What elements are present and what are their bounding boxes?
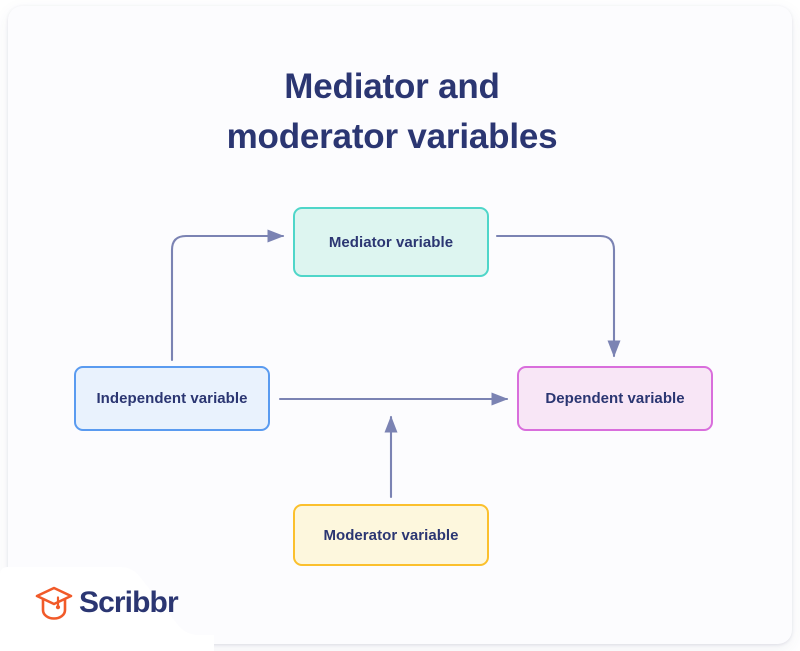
node-dependent-label: Dependent variable xyxy=(545,390,685,407)
page-title: Mediator and moderator variables xyxy=(0,62,784,161)
mediator-moderator-diagram: Mediator variable Independent variable D… xyxy=(74,207,713,566)
node-mediator-variable[interactable]: Mediator variable xyxy=(293,207,489,277)
graduation-cap-icon xyxy=(35,586,73,620)
node-independent-label: Independent variable xyxy=(96,390,248,407)
node-dependent-variable[interactable]: Dependent variable xyxy=(517,366,713,431)
scribbr-logo: Scribbr xyxy=(0,561,214,651)
page-title-line-1: Mediator and xyxy=(284,67,500,106)
node-mediator-label: Mediator variable xyxy=(328,233,454,251)
edge-independent-to-mediator xyxy=(170,229,285,362)
node-moderator-label: Moderator variable xyxy=(323,526,459,544)
scribbr-wordmark: Scribbr xyxy=(79,586,179,619)
edge-mediator-to-dependent xyxy=(495,234,621,358)
node-moderator-variable[interactable]: Moderator variable xyxy=(293,504,489,566)
page-title-line-2: moderator variables xyxy=(226,116,558,156)
node-independent-variable[interactable]: Independent variable xyxy=(74,366,270,431)
